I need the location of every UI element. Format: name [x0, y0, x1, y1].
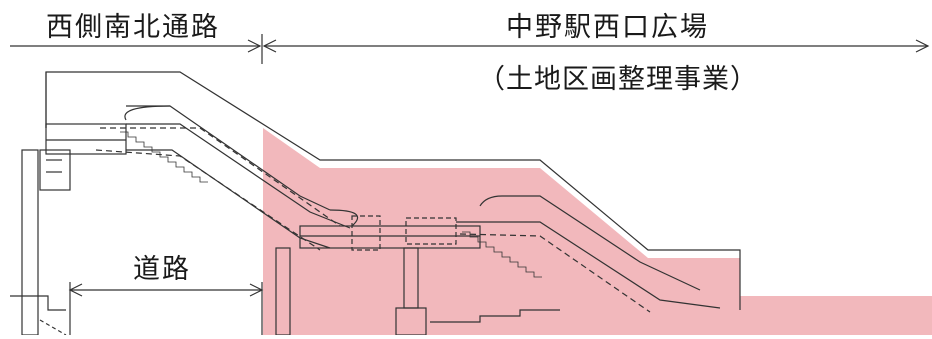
structure-lines — [10, 34, 930, 336]
bridge-deck — [299, 225, 481, 249]
bearing-box — [39, 149, 71, 191]
area-label-project-note: （土地区画整理事業） — [478, 64, 758, 95]
deck-beam-left — [45, 123, 127, 155]
escalator-end-left — [124, 105, 171, 121]
escalator-handrail-right — [479, 195, 701, 291]
ground-steps — [430, 309, 560, 323]
ground-left — [10, 295, 66, 311]
road-label: 道路 — [133, 254, 191, 285]
area-label-west-plaza: 中野駅西口広場 — [506, 12, 709, 43]
roof-outline — [45, 71, 741, 310]
left-column — [21, 149, 39, 336]
escalator-lower-right — [456, 221, 721, 309]
steps-right — [462, 231, 542, 278]
project-area-highlight — [263, 128, 932, 335]
escalator-upper-line — [126, 123, 351, 229]
steps-left — [120, 131, 208, 183]
escalator-handrail-left — [126, 105, 331, 211]
area-label-west-passage: 西側南北通路 — [46, 12, 220, 43]
